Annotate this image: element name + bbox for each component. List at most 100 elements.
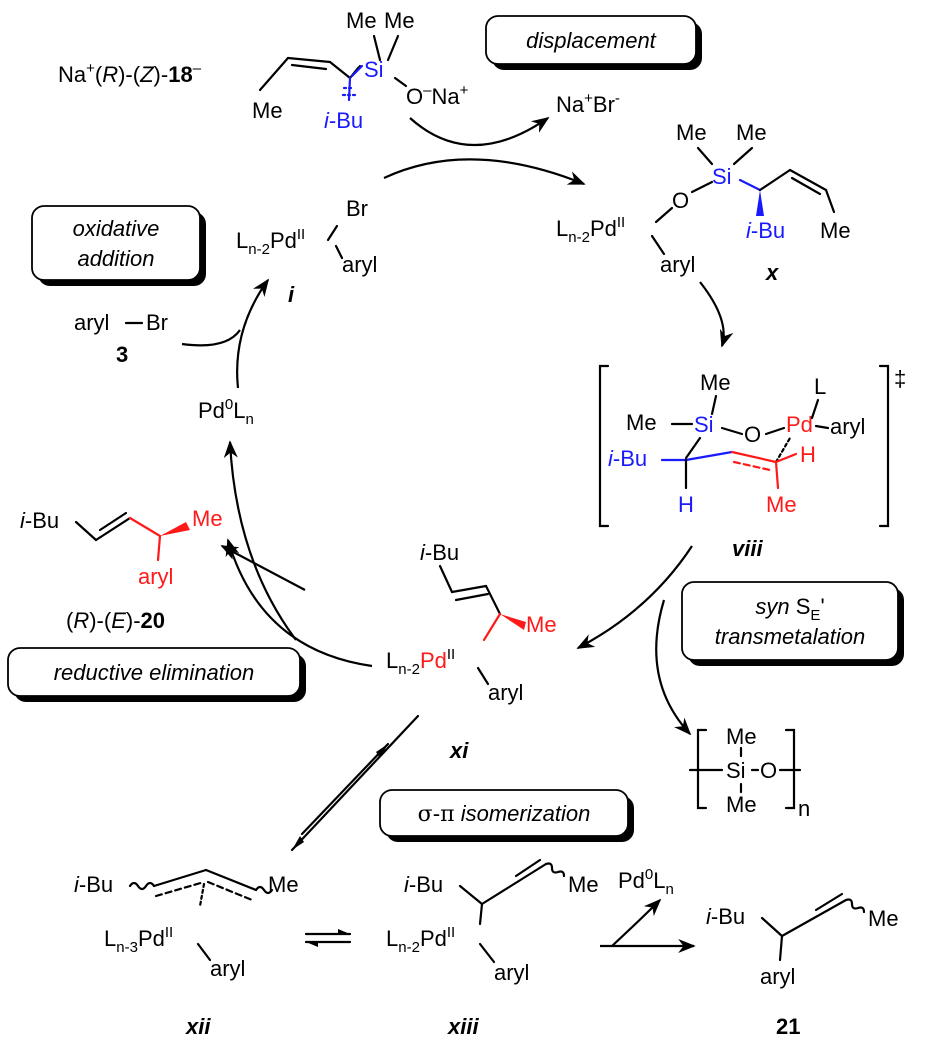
product21-aryl: aryl (760, 964, 795, 989)
ts-h-1: H (678, 492, 694, 517)
reagent-me-1: Me (252, 98, 283, 123)
complex-xiii-lpd: Ln-2PdII (386, 924, 455, 956)
ts-pd: Pd (786, 412, 813, 437)
box-displacement-label: displacement (526, 28, 657, 53)
product-21: i-Bu Me aryl 21 (706, 892, 899, 1039)
siloxane-polymer: Me Si O Me n (688, 724, 810, 821)
arrow-byproduct (409, 116, 550, 146)
complex-x-lpd: Ln-2PdII (556, 214, 625, 246)
complex-xii-label: xii (185, 1014, 211, 1039)
arylbromide-aryl: aryl (74, 310, 109, 335)
reagent-18: Na+(R)-(Z)-18– Me Me Me Si O–Na+ i-Bu (58, 8, 469, 133)
complex-xii-lpd: Ln-3PdII (104, 924, 173, 956)
reagent-me-3: Me (384, 8, 415, 33)
complex-i: Br Ln-2PdII aryl i (236, 196, 377, 307)
box-transmetalation: syn SE' transmetalation (681, 581, 904, 666)
complex-x-o: O (672, 188, 689, 213)
arylbromide-br: Br (146, 310, 168, 335)
complex-xi: i-Bu Me Ln-2PdII aryl xi (386, 540, 557, 763)
complex-x-ibu: i-Bu (746, 218, 785, 243)
box-displacement: displacement (485, 15, 702, 70)
siloxane-si: Si (726, 758, 746, 783)
box-isomerization: σ-π isomerization (379, 789, 634, 842)
arrow-to-siloxane (655, 599, 692, 736)
complex-i-lpd: Ln-2PdII (236, 226, 305, 258)
complex-xii-me: Me (268, 872, 299, 897)
arrow-to-viii (699, 281, 734, 348)
siloxane-me-2: Me (726, 792, 757, 817)
equilibrium-xii-xiii (304, 929, 352, 947)
reagent-me-2: Me (346, 8, 377, 33)
box-addition-label: addition (77, 246, 154, 271)
reagent-ibu: i-Bu (324, 108, 363, 133)
ts-dagger: ‡ (894, 366, 906, 391)
arrow-to-product20 (220, 545, 306, 591)
ts-me-2: Me (626, 410, 657, 435)
arrow-release-pd0 (611, 898, 662, 947)
complex-xi-aryl: aryl (488, 680, 523, 705)
complex-xiii-aryl: aryl (494, 960, 529, 985)
complex-xiii-ibu: i-Bu (404, 872, 443, 897)
ts-ibu: i-Bu (608, 446, 647, 471)
ts-h-2: H (800, 442, 816, 467)
ts-o: O (744, 422, 761, 447)
complex-x: Me Me Si O Ln-2PdII aryl i-Bu Me x (556, 120, 851, 285)
arrow-xi-to-product20 (225, 538, 373, 668)
reagent-o-na: O–Na+ (406, 82, 469, 109)
complex-xii-aryl: aryl (210, 956, 245, 981)
complex-i-br: Br (346, 196, 368, 221)
complex-xi-ibu: i-Bu (420, 540, 459, 565)
arrow-to-pd0 (223, 440, 297, 641)
box-isomerization-label: σ-π isomerization (418, 801, 591, 827)
byproduct-nabr: Na+Br- (556, 90, 620, 117)
ts-si: Si (694, 412, 714, 437)
complex-x-label: x (765, 260, 779, 285)
arrow-displacement (383, 158, 586, 186)
complex-xi-lpd: Ln-2PdII (386, 646, 455, 678)
complex-xii-ibu: i-Bu (74, 872, 113, 897)
product20-aryl: aryl (138, 564, 173, 589)
pd0-release: Pd0Ln (618, 866, 674, 898)
ts-me-3: Me (766, 492, 797, 517)
complex-xi-label: xi (449, 738, 469, 763)
reagent-si: Si (364, 57, 384, 82)
transition-state-viii: ‡ Me Me Si O Pd L aryl i-Bu H H Me viii (598, 364, 906, 561)
complex-xii: i-Bu Me Ln-3PdII aryl xii (74, 868, 299, 1039)
box-reductive-label: reductive elimination (54, 660, 255, 685)
complex-x-me1: Me (676, 120, 707, 145)
equilibrium-xi-xii (290, 714, 420, 852)
siloxane-n: n (798, 796, 810, 821)
arrow-arylbromide (181, 329, 241, 347)
product20-me: Me (192, 506, 223, 531)
complex-xi-me: Me (526, 612, 557, 637)
pd0-catalyst: Pd0Ln (198, 396, 254, 428)
product21-ibu: i-Bu (706, 904, 745, 929)
complex-xiii: i-Bu Me Ln-2PdII aryl xiii (386, 858, 599, 1039)
complex-x-si: Si (712, 164, 732, 189)
ts-label: viii (732, 536, 763, 561)
aryl-bromide-3: aryl Br 3 (74, 310, 168, 367)
complex-i-label: i (288, 282, 295, 307)
box-oxidative-addition: oxidative addition (31, 205, 206, 286)
siloxane-me-1: Me (726, 724, 757, 749)
ts-me-1: Me (700, 370, 731, 395)
siloxane-o: O (760, 758, 777, 783)
product20-ibu: i-Bu (20, 508, 59, 533)
complex-i-aryl: aryl (342, 252, 377, 277)
product20-name: (R)-(E)-20 (66, 608, 165, 633)
reagent-18-name: Na+(R)-(Z)-18– (58, 60, 202, 87)
box-oxidative-label: oxidative (73, 216, 160, 241)
box-syn-se-label: syn SE' (755, 594, 824, 624)
arylbromide-num: 3 (116, 342, 128, 367)
product21-num: 21 (776, 1014, 800, 1039)
arrow-to-xi (576, 545, 693, 649)
ts-L: L (814, 374, 826, 399)
complex-x-aryl: aryl (660, 252, 695, 277)
ts-aryl: aryl (830, 414, 865, 439)
complex-x-me3: Me (820, 218, 851, 243)
box-reductive-elimination: reductive elimination (7, 647, 306, 702)
box-transmetalation-label: transmetalation (715, 624, 865, 649)
product-20: i-Bu Me aryl (R)-(E)-20 (20, 506, 223, 633)
product21-me: Me (868, 906, 899, 931)
